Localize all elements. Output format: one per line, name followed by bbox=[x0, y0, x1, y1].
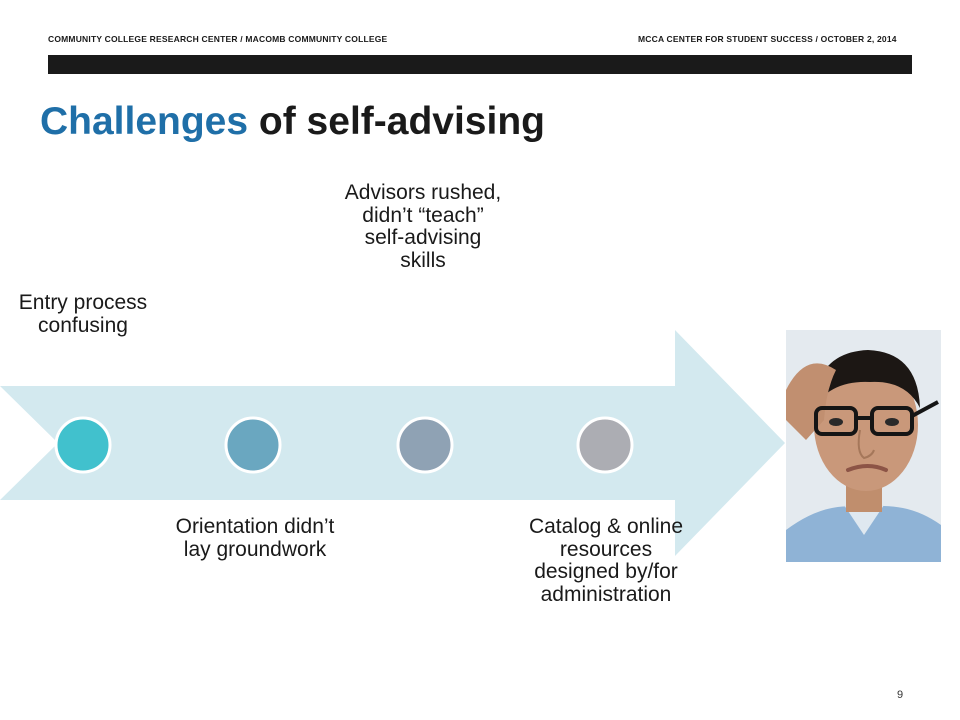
header-right-text: MCCA CENTER FOR STUDENT SUCCESS / OCTOBE… bbox=[638, 34, 897, 44]
title-accent: Challenges bbox=[40, 100, 249, 143]
page-number: 9 bbox=[897, 689, 904, 701]
step-node-2 bbox=[224, 416, 282, 474]
title-rest: of self-advising bbox=[248, 100, 545, 143]
step-label-orientation: Orientation didn’t lay groundwork bbox=[175, 515, 335, 561]
step-label-entry: Entry process confusing bbox=[18, 291, 148, 337]
step-label-catalog: Catalog & online resources designed by/f… bbox=[528, 515, 684, 606]
confused-man-photo bbox=[786, 330, 941, 562]
step-node-4 bbox=[576, 416, 634, 474]
step-node-1 bbox=[54, 416, 112, 474]
step-label-advisors: Advisors rushed, didn’t “teach” self-adv… bbox=[344, 181, 502, 272]
slide-title: Challenges of self-advising bbox=[40, 100, 545, 144]
step-node-3 bbox=[396, 416, 454, 474]
header-left-text: COMMUNITY COLLEGE RESEARCH CENTER / MACO… bbox=[48, 34, 388, 44]
header-bar bbox=[48, 55, 912, 74]
process-arrow bbox=[0, 330, 785, 556]
